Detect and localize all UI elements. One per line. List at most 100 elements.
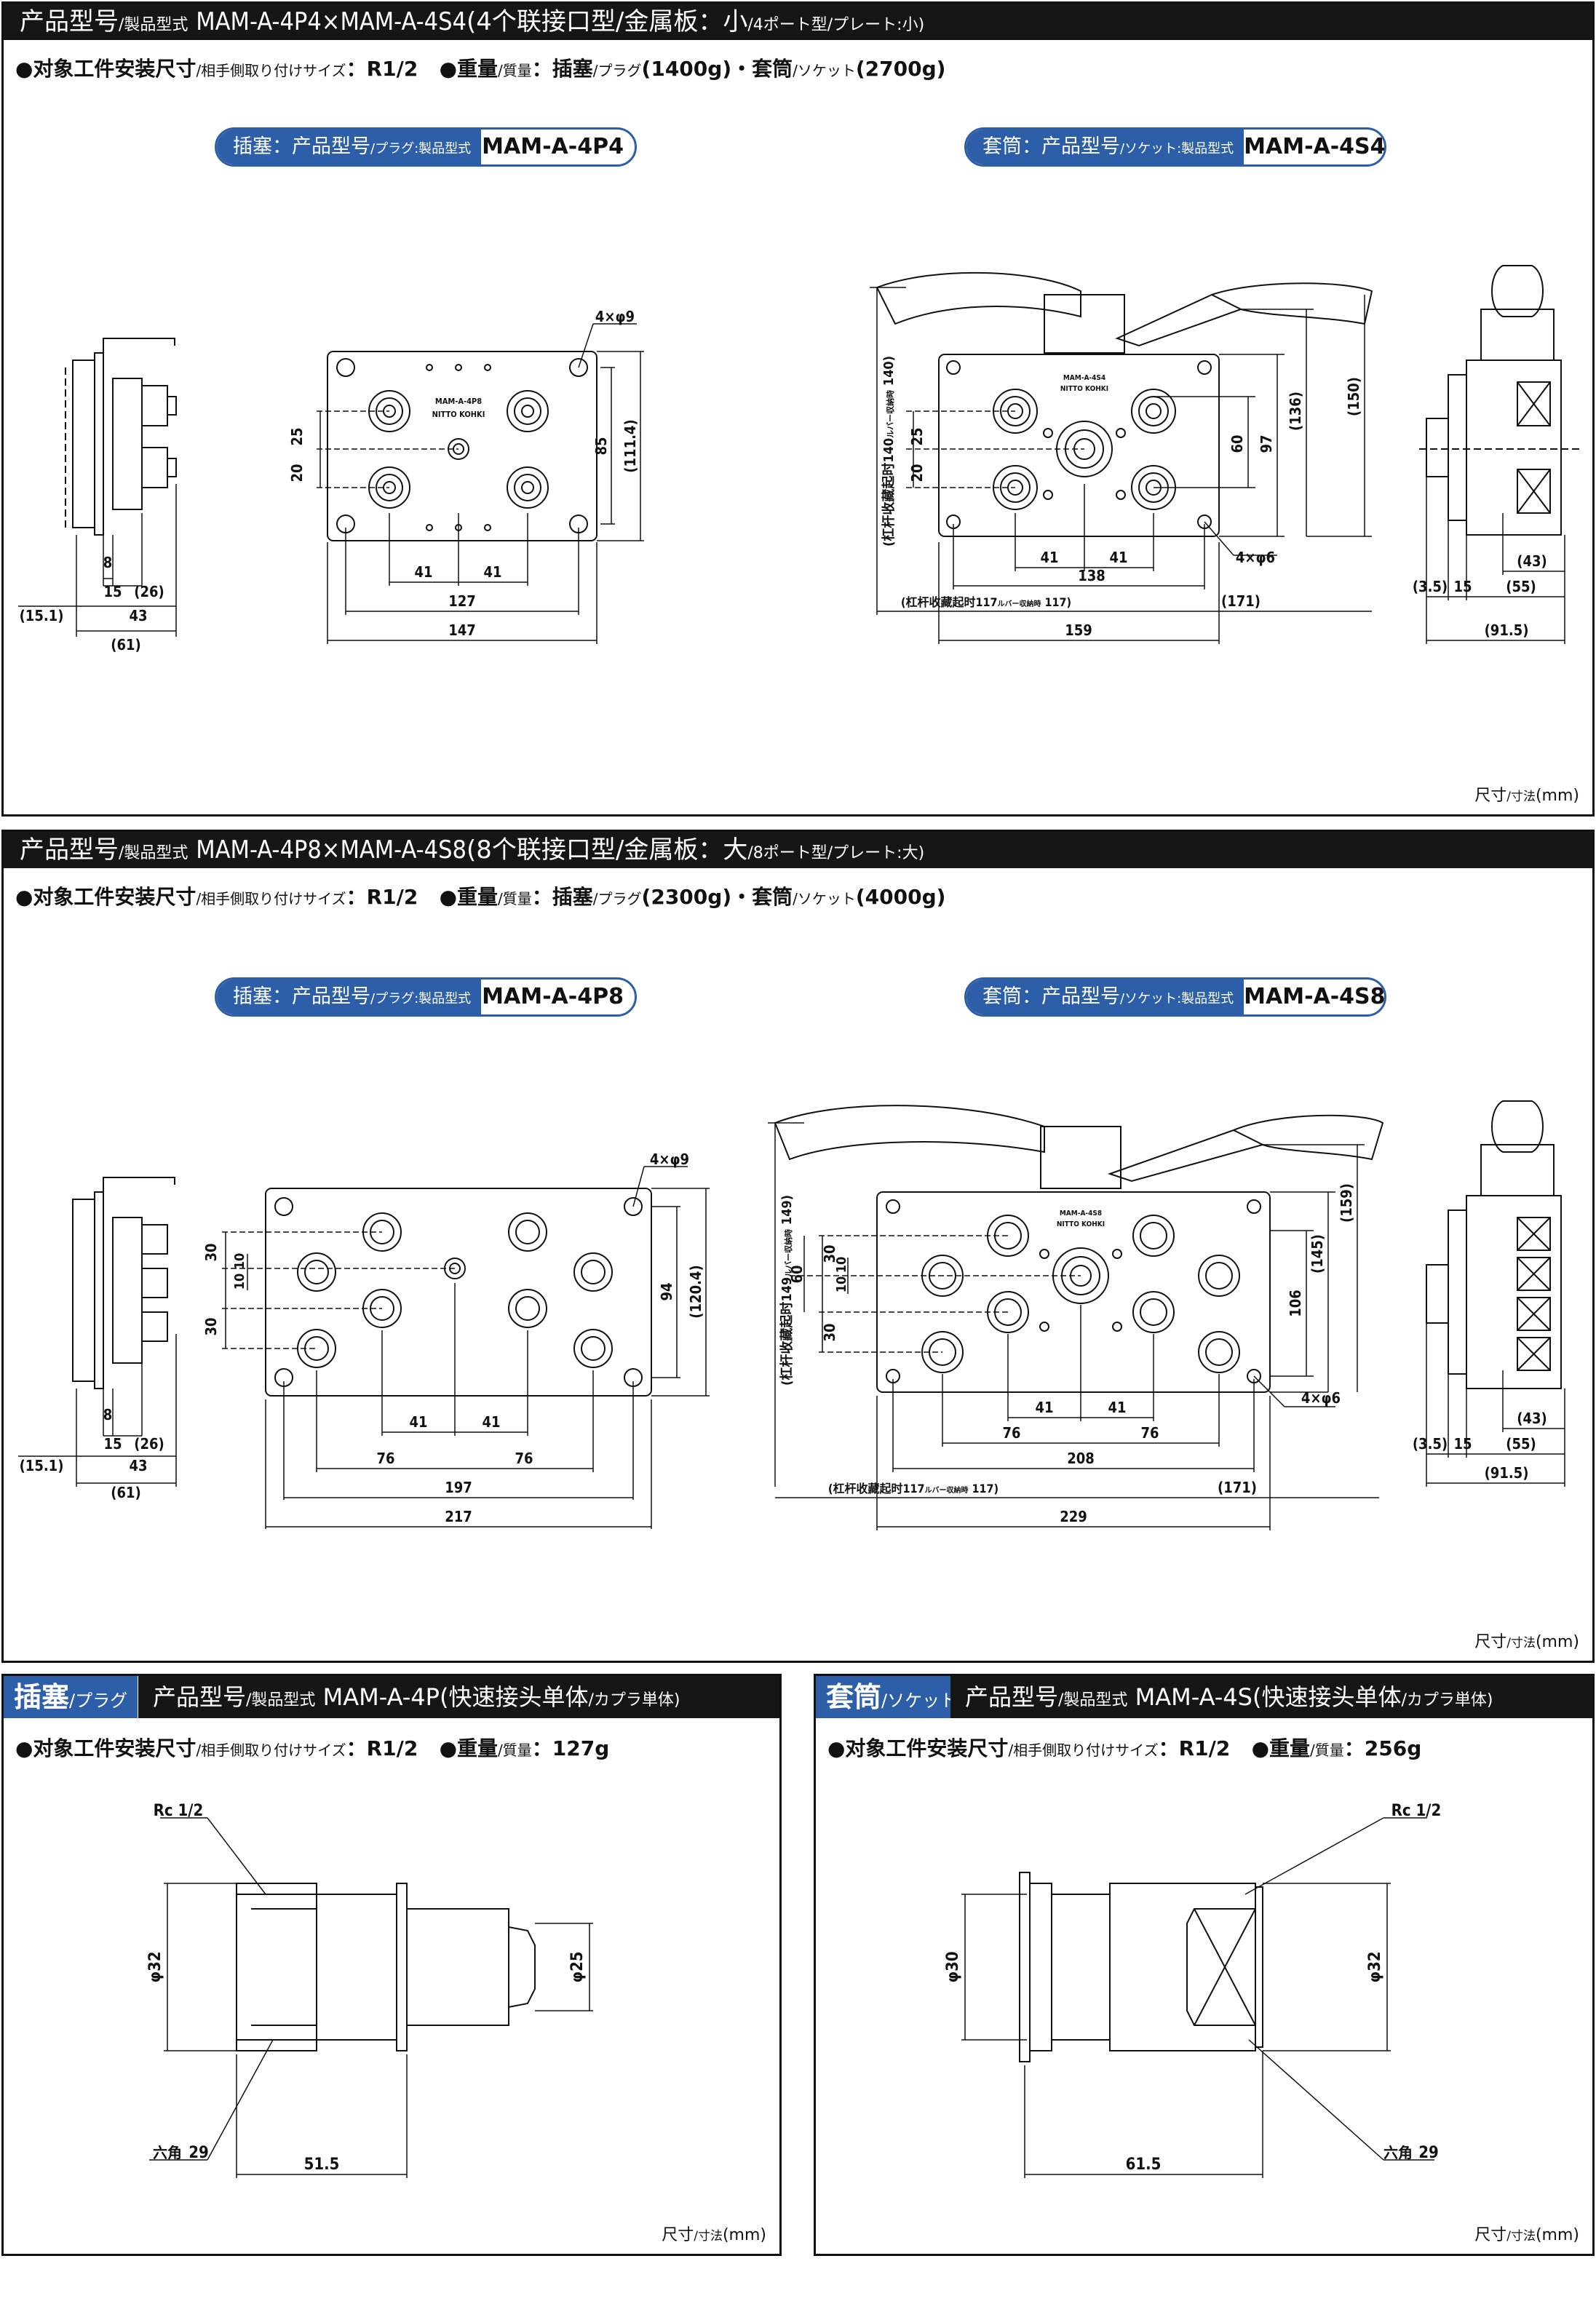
dim-208: 208	[1067, 1450, 1095, 1467]
spec-line: ●对象工件安装尺寸/相手側取り付けサイズ：R1/2 ●重量/質量：插塞/プラグ(…	[15, 53, 945, 82]
spec-mount-label: ●对象工件安装尺寸	[15, 57, 196, 81]
dim-61: (61)	[111, 636, 140, 654]
dim-55: (55)	[1506, 578, 1536, 595]
dim-41a: 41	[1035, 1399, 1053, 1416]
socket-tag: 套筒/ソケット	[816, 1676, 968, 1718]
title-code: MAM-A-4P4×MAM-A-4S4	[196, 7, 467, 36]
unit-text: 尺寸	[1474, 1633, 1507, 1651]
unit-small: /寸法	[1506, 2229, 1536, 2244]
pill-model: MAM-A-4P8	[482, 984, 624, 1009]
dim-43: (43)	[1517, 552, 1547, 570]
dim-30b: 30	[202, 1317, 220, 1335]
pill-label: 套筒：产品型号/ソケット:製品型式	[966, 130, 1244, 164]
spec-mount-small: /相手側取り付けサイズ	[196, 62, 346, 79]
dim-hex-29: 29	[1418, 2144, 1439, 2162]
dim-171: (171)	[1221, 592, 1260, 610]
unit-small: /寸法	[1506, 790, 1536, 804]
dim-61-5: 61.5	[1126, 2156, 1162, 2174]
dim-91-5: (91.5)	[1485, 621, 1529, 639]
socket-model-pill: 套筒：产品型号/ソケット:製品型式 MAM-A-4S8	[964, 977, 1386, 1017]
tag-text: 插塞	[14, 1681, 70, 1713]
dim-8: 8	[103, 554, 113, 571]
dim-lever-117: (杠杆收藏起时117ルバー収納時 117)	[901, 595, 1071, 609]
title-code: MAM-A-4S	[1135, 1683, 1252, 1711]
unit-small: /寸法	[694, 2229, 723, 2244]
title-prefix: 产品型号	[153, 1683, 247, 1711]
spec-weight-plug-small: /プラグ	[592, 62, 642, 79]
spec-weight-socket-small: /ソケット	[793, 890, 856, 907]
socket-plate-model: MAM-A-4S4	[1063, 374, 1105, 382]
socket-side-view: (43) (3.5) 15 (55) (91.5)	[1413, 265, 1583, 644]
dim-lever-117-b: ルバー収納時	[998, 599, 1041, 608]
dim-94: 94	[658, 1282, 675, 1300]
title-prefix: 产品型号	[20, 835, 119, 865]
dim-145: (145)	[1309, 1234, 1326, 1274]
spec-weight-small: /質量	[1310, 1741, 1344, 1759]
plate-maker-label: NITTO KOHKI	[432, 410, 485, 419]
title-prefix: 产品型号	[965, 1683, 1059, 1711]
unit-mm: (mm)	[1535, 2226, 1579, 2244]
section-4-port: 产品型号/製品型式 MAM-A-4P4×MAM-A-4S4(4个联接口型/金属板…	[1, 1, 1595, 817]
plug-tag: 插塞/プラグ	[4, 1676, 138, 1718]
spec-mount-value: ：R1/2	[346, 1736, 418, 1760]
unit-note: 尺寸/寸法(mm)	[662, 2222, 766, 2245]
title-paren: (快速接头单体	[439, 1683, 589, 1711]
dim-4xphi9: 4×φ9	[595, 308, 635, 325]
spec-mount-label: ●对象工件安装尺寸	[15, 1736, 196, 1760]
spec-weight-value: ：256g	[1343, 1736, 1422, 1760]
unit-text: 尺寸	[662, 2226, 694, 2244]
dim-25: 25	[288, 427, 306, 445]
pill-label: 插塞：产品型号/プラグ:製品型式	[217, 130, 482, 164]
spec-weight-socket-small: /ソケット	[793, 62, 856, 79]
dim-rc12: Rc 1/2	[1391, 1802, 1442, 1820]
spec-line: ●对象工件安装尺寸/相手側取り付けサイズ：R1/2 ●重量/質量：127g	[15, 1733, 609, 1762]
dim-51-5: 51.5	[304, 2156, 340, 2174]
dim-60: 60	[1228, 434, 1246, 453]
pill-label-text: 套筒：产品型号	[982, 135, 1120, 158]
dim-85: 85	[592, 437, 610, 455]
dim-55: (55)	[1506, 1435, 1536, 1453]
title-prefix-small: /製品型式	[119, 16, 188, 34]
tag-small: /プラグ	[69, 1691, 128, 1711]
dim-30a: 30	[202, 1243, 220, 1261]
dim-lever-140-b: ルバー収納時	[885, 390, 895, 438]
title-small: /カプラ単体)	[1401, 1691, 1493, 1709]
section-title-bar: 产品型号/製品型式 MAM-A-4P8×MAM-A-4S8(8个联接口型/金属板…	[4, 832, 1592, 868]
dim-91-5: (91.5)	[1485, 1464, 1529, 1482]
tag-small: /ソケット	[881, 1691, 958, 1711]
dim-lever-140-a: (杠杆收藏起时140	[881, 438, 897, 547]
unit-note: 尺寸/寸法(mm)	[1474, 1629, 1579, 1652]
plug-side-view: 8 15 (26) (15.1) 43 (61)	[18, 1177, 177, 1501]
dim-20: 20	[288, 464, 306, 482]
spec-mount-label: ●对象工件安装尺寸	[15, 885, 196, 909]
dim-lever-149-c: 149)	[779, 1195, 795, 1229]
dim-phi32: φ32	[146, 1951, 164, 1982]
unit-note: 尺寸/寸法(mm)	[1474, 2222, 1579, 2245]
plug-title-bar: 产品型号/製品型式 MAM-A-4P(快速接头单体/カプラ単体)	[138, 1676, 779, 1718]
socket-plate-maker: NITTO KOHKI	[1057, 1220, 1105, 1228]
title-prefix-small: /製品型式	[1058, 1691, 1128, 1709]
dim-159: 159	[1065, 621, 1092, 639]
dim-lever-117-b: ルバー収納時	[925, 1485, 969, 1495]
spec-mount-small: /相手側取り付けサイズ	[1008, 1741, 1159, 1759]
plug-plate-view: 4×φ9 25 20 85 (111.4) 41 41 127 147 MAM-…	[288, 308, 644, 644]
dim-10a: 10	[232, 1253, 247, 1270]
spec-weight-small: /質量	[498, 62, 532, 79]
title-small: /8ポート型/プレート:大)	[747, 844, 925, 862]
socket-title-bar: 产品型号/製品型式 MAM-A-4S(快速接头单体/カプラ単体)	[950, 1676, 1592, 1718]
dim-150: (150)	[1345, 377, 1362, 416]
dim-lever-149-a: (杠杆收藏起时149	[779, 1277, 795, 1386]
dim-159v: (159)	[1338, 1183, 1355, 1223]
dim-3-5: (3.5)	[1413, 578, 1448, 595]
pill-label-text: 插塞：产品型号	[233, 135, 370, 158]
dim-lever-117-c: 117)	[969, 1482, 999, 1495]
dim-229: 229	[1060, 1508, 1087, 1525]
dim-138: 138	[1078, 567, 1105, 584]
title-paren: (4个联接口型/金属板：小	[467, 7, 748, 36]
spec-weight-label: ●重量	[439, 885, 499, 909]
pill-label-small: /ソケット:製品型式	[1120, 141, 1234, 156]
dim-lever-140-c: 140)	[881, 356, 897, 390]
dim-8: 8	[103, 1406, 113, 1423]
dim-15: 15	[103, 1435, 122, 1453]
dim-60: 60	[788, 1265, 806, 1283]
